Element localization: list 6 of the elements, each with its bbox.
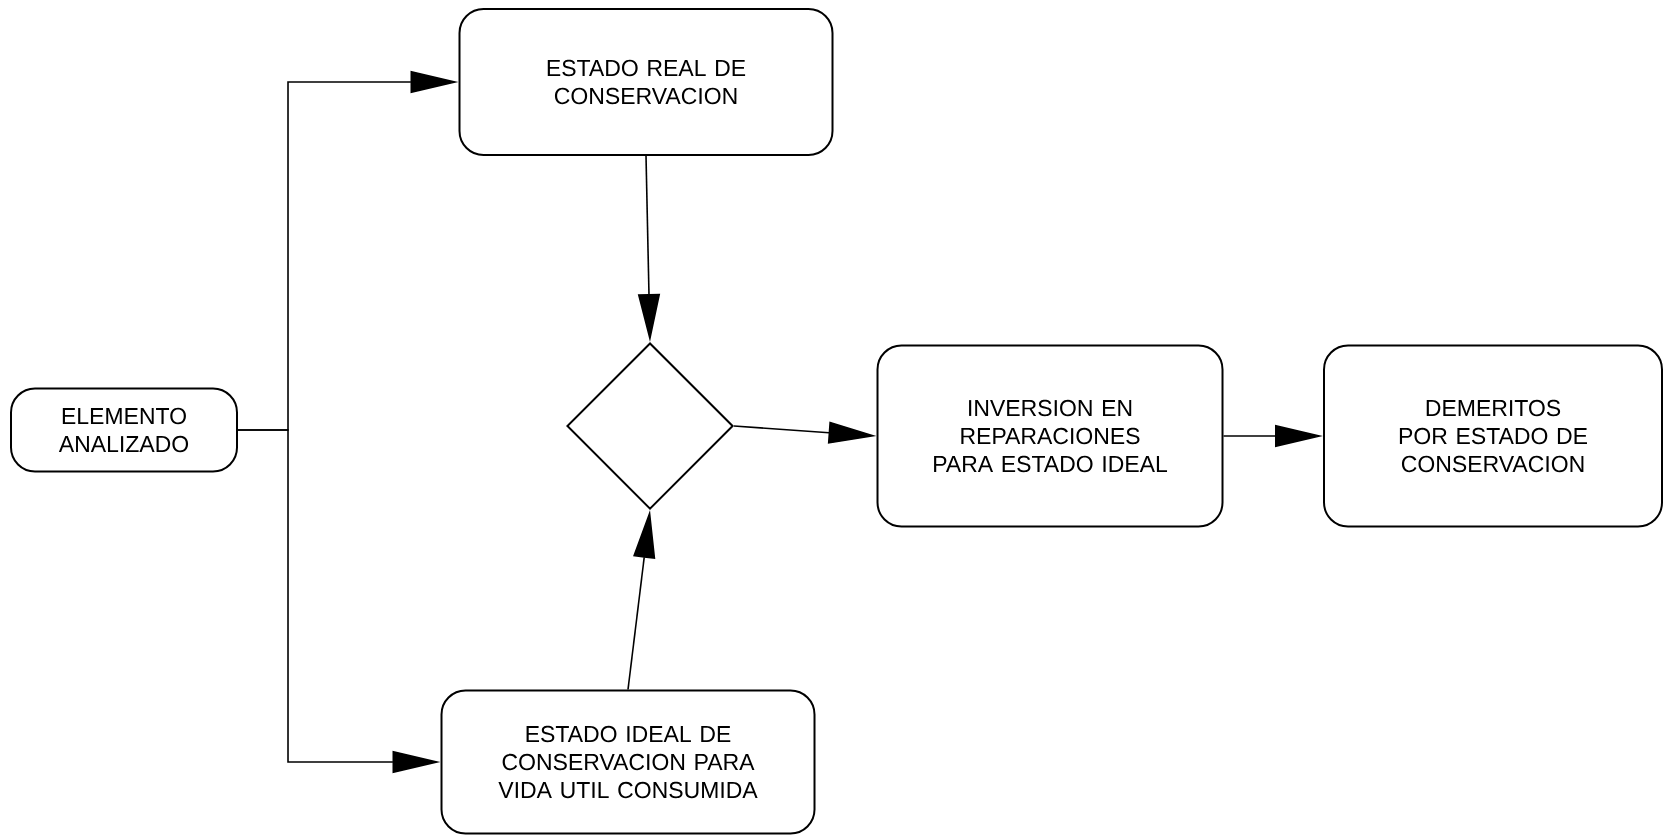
process-box: ELEMENTO ANALIZADO [10, 387, 238, 473]
decision-diamond [566, 342, 734, 510]
process-box: DEMERITOS POR ESTADO DE CONSERVACION [1323, 344, 1663, 528]
process-box: ESTADO IDEAL DE CONSERVACION PARA VIDA UTIL CONSUMIDA [440, 689, 816, 835]
process-box: INVERSION EN REPARACIONES PARA ESTADO IDEAL [876, 344, 1224, 528]
process-box: ESTADO REAL DE CONSERVACION [458, 8, 834, 156]
